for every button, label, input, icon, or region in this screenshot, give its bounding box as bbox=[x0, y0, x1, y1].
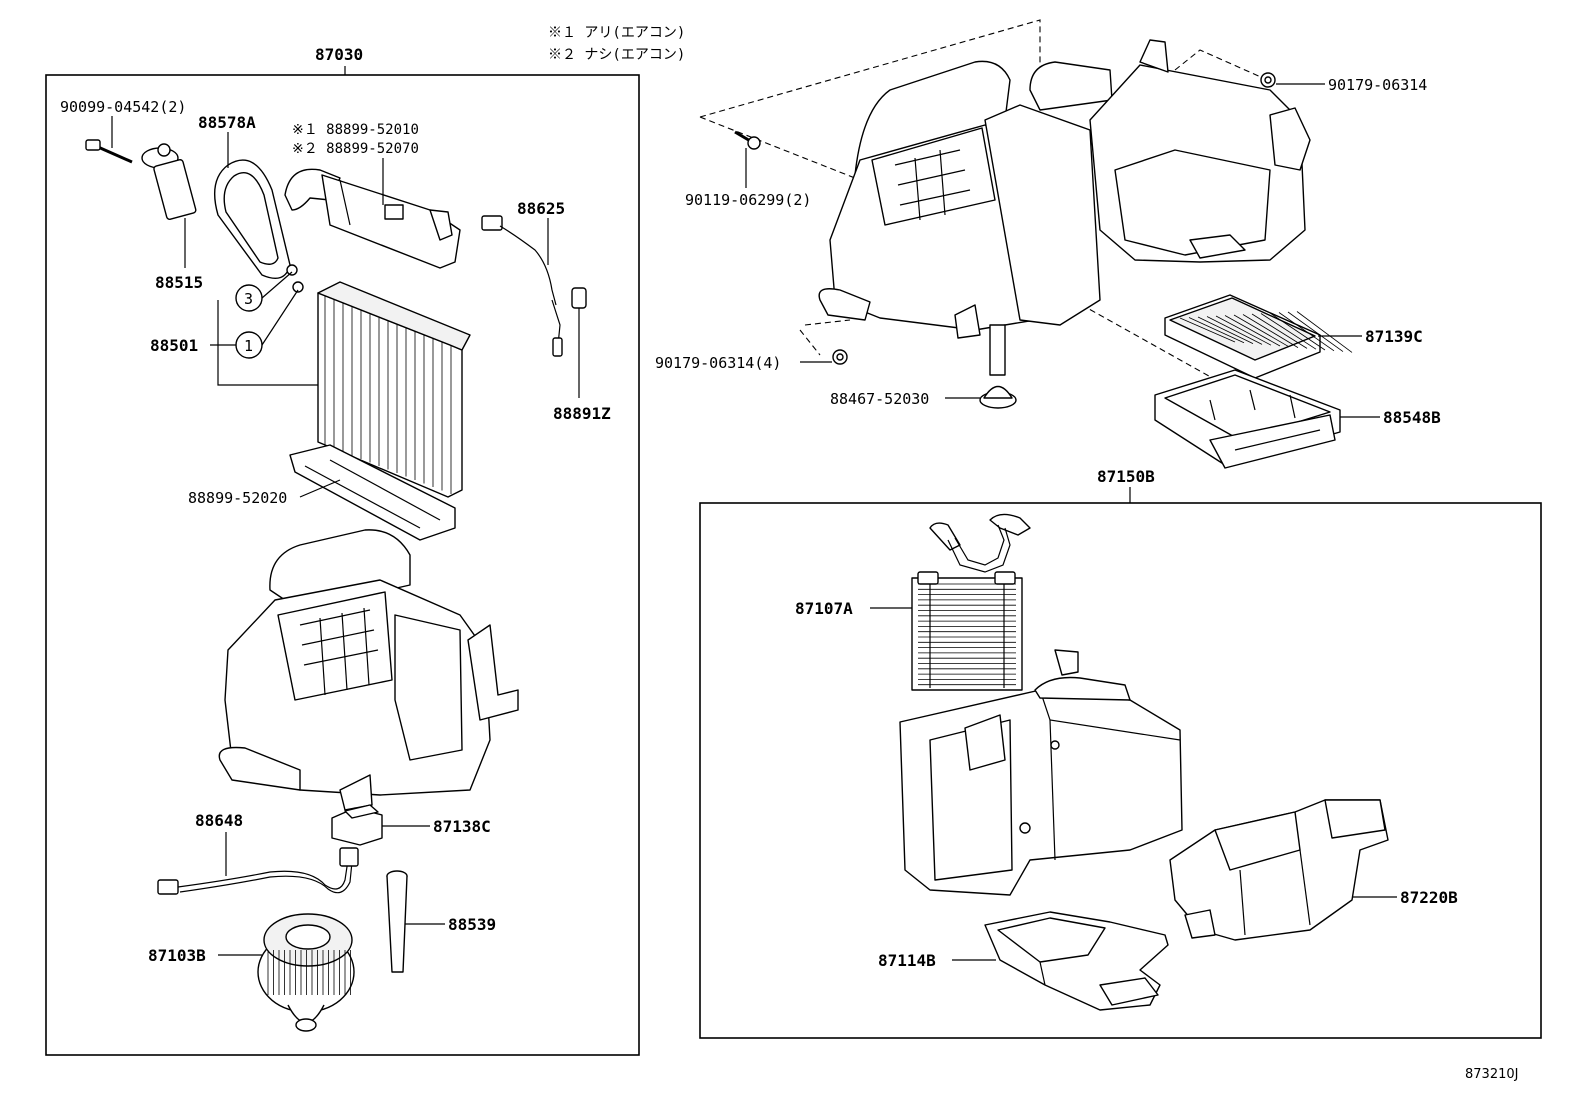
heater-core-87107a bbox=[911, 513, 1031, 691]
cooling-unit-case bbox=[218, 529, 519, 811]
wire-harness-88648 bbox=[157, 847, 359, 895]
callout-1[interactable]: 1 bbox=[244, 337, 253, 355]
evaporator-88501 bbox=[317, 281, 471, 498]
drain-hose-88539 bbox=[386, 870, 408, 973]
o-rings bbox=[261, 264, 304, 346]
label-87138c[interactable]: 87138C bbox=[433, 817, 491, 836]
grommet-icon bbox=[979, 385, 1017, 409]
blower-case-87220b bbox=[1169, 799, 1389, 941]
label-87114b[interactable]: 87114B bbox=[878, 951, 936, 970]
thermistor-88625 bbox=[481, 215, 563, 357]
bracket-88899-52020 bbox=[289, 444, 456, 541]
bolt-icon bbox=[85, 139, 133, 164]
label-90099-04542[interactable]: 90099-04542(2) bbox=[60, 98, 186, 116]
label-88891z[interactable]: 88891Z bbox=[553, 404, 611, 423]
expansion-valve bbox=[284, 168, 461, 269]
label-87103b[interactable]: 87103B bbox=[148, 946, 206, 965]
nut-icon bbox=[1260, 72, 1276, 88]
note-with-ac: ※１ アリ(エアコン) bbox=[548, 25, 685, 41]
label-87220b[interactable]: 87220B bbox=[1400, 888, 1458, 907]
filter-case-88548b bbox=[1154, 369, 1341, 469]
clip-88891z bbox=[571, 287, 587, 350]
label-90179-06314-4[interactable]: 90179-06314(4) bbox=[655, 354, 781, 372]
label-87030[interactable]: 87030 bbox=[315, 45, 363, 64]
label-88578a[interactable]: 88578A bbox=[198, 113, 256, 132]
label-88548b[interactable]: 88548B bbox=[1383, 408, 1441, 427]
label-88899-52070[interactable]: ※２ 88899-52070 bbox=[292, 141, 419, 157]
sensor-88515 bbox=[141, 143, 197, 220]
diagram-code: 873210J bbox=[1465, 1067, 1518, 1082]
bolt-icon bbox=[734, 130, 761, 150]
label-87107a[interactable]: 87107A bbox=[795, 599, 853, 618]
resistor-87138c bbox=[331, 804, 383, 846]
label-87150b[interactable]: 87150B bbox=[1097, 467, 1155, 486]
label-88501[interactable]: 88501 bbox=[150, 336, 198, 355]
label-88625[interactable]: 88625 bbox=[517, 199, 565, 218]
label-88467-52030[interactable]: 88467-52030 bbox=[830, 390, 929, 408]
filter-87139c bbox=[1164, 294, 1353, 379]
heater-case bbox=[899, 649, 1183, 896]
callout-circle-3 bbox=[235, 284, 263, 312]
label-88899-52010[interactable]: ※１ 88899-52010 bbox=[292, 122, 419, 138]
vent-grid bbox=[299, 607, 379, 696]
label-88515[interactable]: 88515 bbox=[155, 273, 203, 292]
label-88899-52020[interactable]: 88899-52020 bbox=[188, 489, 287, 507]
assembly-frame-87150b bbox=[699, 502, 1542, 1039]
note-without-ac: ※２ ナシ(エアコン) bbox=[548, 47, 685, 63]
callout-3[interactable]: 3 bbox=[244, 290, 253, 308]
label-90119-06299[interactable]: 90119-06299(2) bbox=[685, 191, 811, 209]
duct-87114b bbox=[984, 911, 1169, 1011]
label-88539[interactable]: 88539 bbox=[448, 915, 496, 934]
label-87139c[interactable]: 87139C bbox=[1365, 327, 1423, 346]
nut-icon bbox=[832, 349, 848, 365]
assembly-frame-87030 bbox=[45, 74, 640, 1056]
blower-motor-87103b bbox=[257, 913, 355, 1032]
label-90179-06314[interactable]: 90179-06314 bbox=[1328, 76, 1427, 94]
heater-ac-unit-assembled bbox=[818, 39, 1311, 376]
seal-88578a bbox=[214, 159, 291, 279]
label-88648[interactable]: 88648 bbox=[195, 811, 243, 830]
